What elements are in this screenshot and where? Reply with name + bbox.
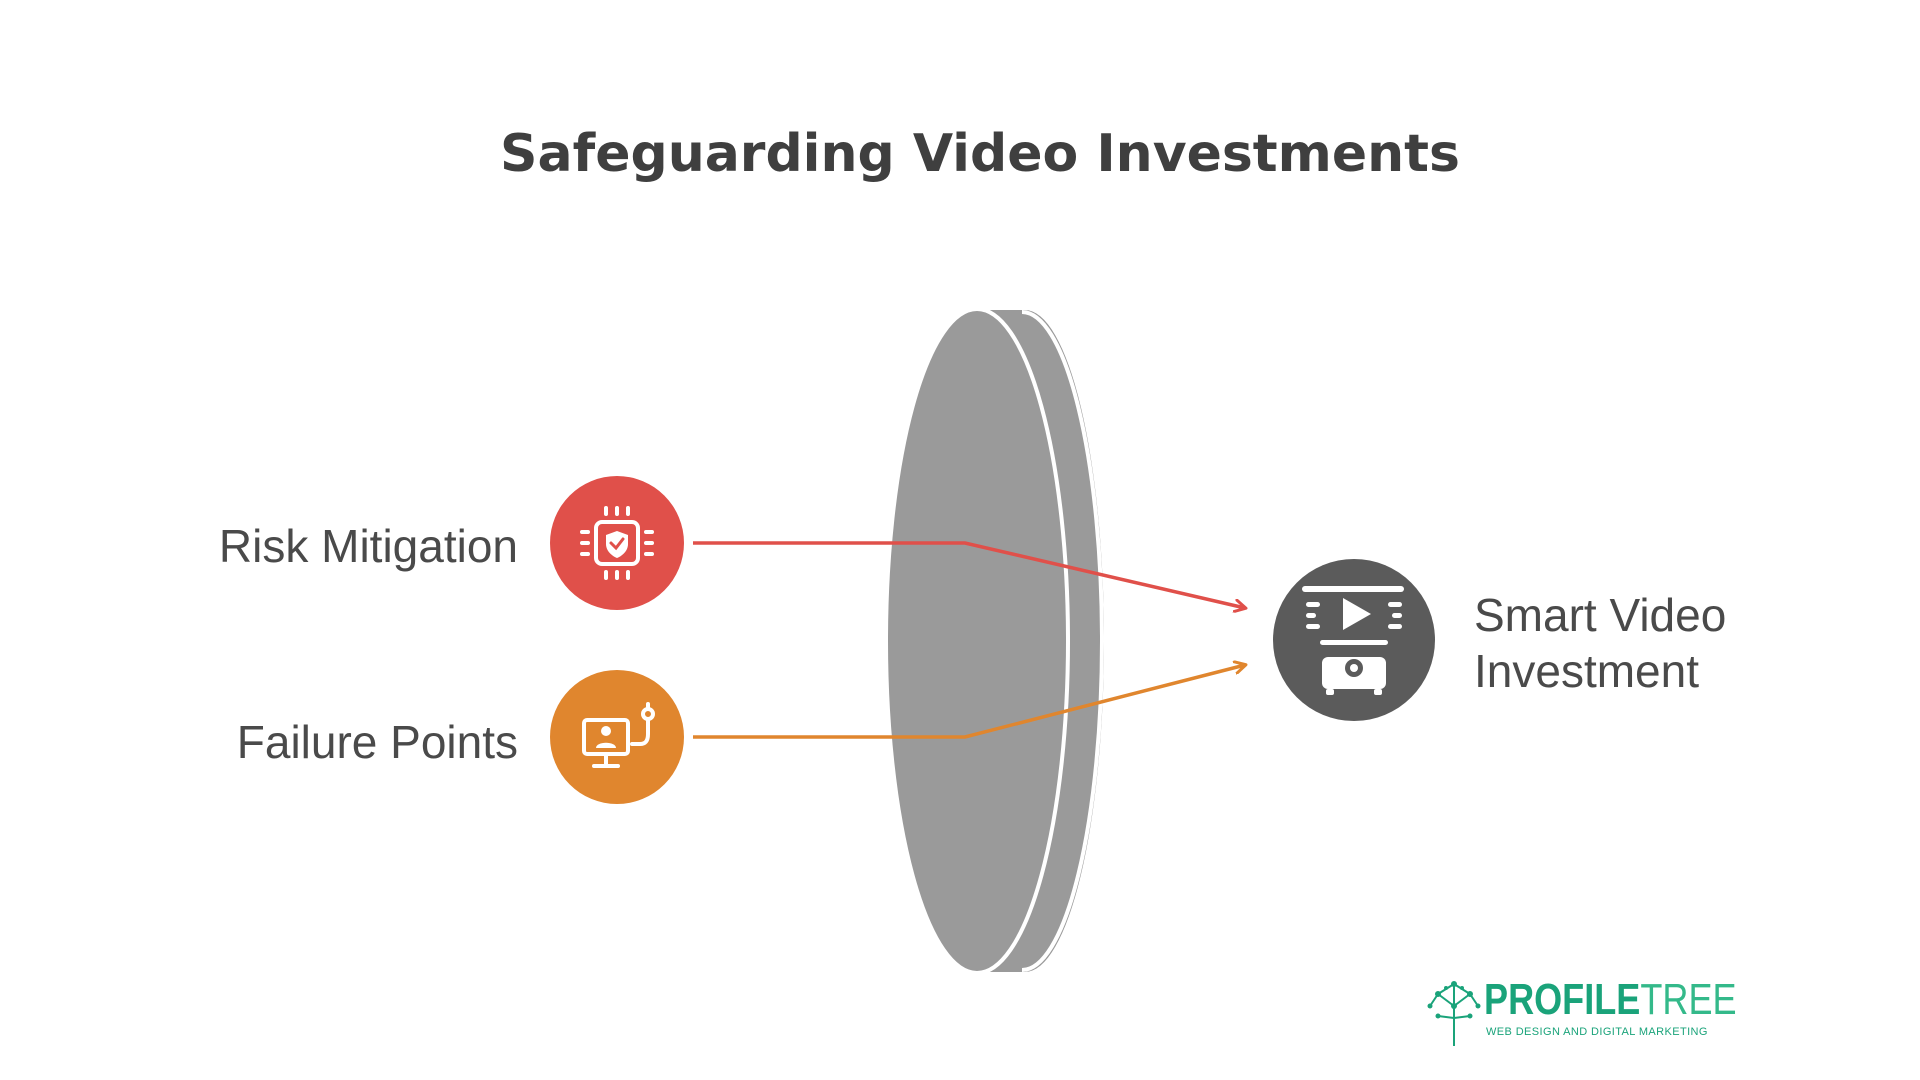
logo-tagline: WEB DESIGN AND DIGITAL MARKETING (1486, 1026, 1708, 1038)
logo-name-part1: PROFILE (1484, 975, 1641, 1024)
diagram-title: Safeguarding Video Investments (500, 124, 1460, 184)
risk-mitigation-label: Risk Mitigation (218, 520, 518, 572)
smart-video-investment-node (1273, 559, 1435, 721)
logo-name-part2: TREE (1640, 975, 1737, 1024)
smart-video-investment-label: Smart Video Investment (1474, 587, 1726, 699)
risk-mitigation-arrow (693, 541, 1245, 608)
output-label-line1: Smart Video (1474, 589, 1727, 641)
video-projector-icon (1302, 586, 1404, 695)
output-label-line2: Investment (1474, 645, 1699, 697)
risk-mitigation-node (550, 476, 684, 610)
failure-points-circle (550, 670, 684, 804)
lens (884, 307, 1104, 975)
shield-chip-icon (580, 506, 654, 580)
tree-network-icon (1427, 981, 1481, 1046)
failure-points-label: Failure Points (236, 716, 518, 768)
monitor-user-connection-icon (582, 702, 655, 768)
failure-points-arrow (693, 665, 1245, 739)
logo-wordmark: PROFILETREE (1484, 976, 1737, 1024)
profiletree-logo: PROFILETREE WEB DESIGN AND DIGITAL MARKE… (1424, 976, 1737, 1048)
lens-front-disc (884, 307, 1070, 975)
failure-points-node (550, 670, 684, 804)
lens-edge-highlight-outer (1021, 310, 1104, 972)
